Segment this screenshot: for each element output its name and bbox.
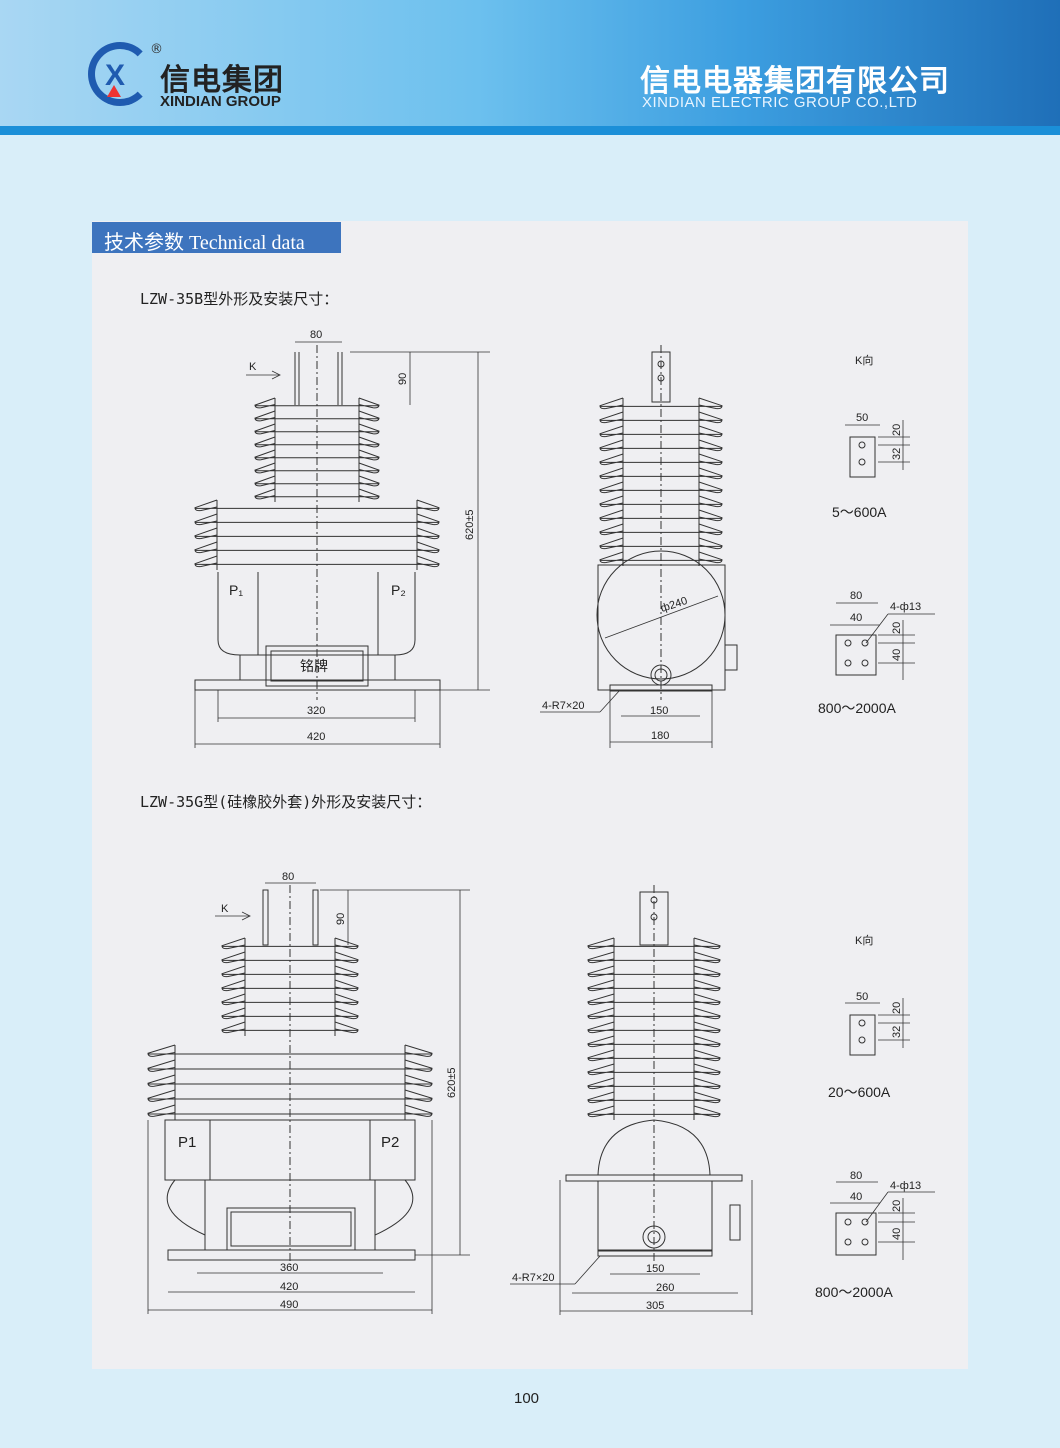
current-range-label: 5～600A	[832, 504, 887, 520]
dim-20: 20	[891, 1200, 903, 1212]
insulator-shed	[599, 397, 723, 410]
holes-label: 4-ф13	[890, 1180, 921, 1192]
insulator-shed	[599, 425, 723, 438]
insulator-shed	[599, 509, 723, 522]
front-view-g	[164, 885, 416, 1265]
dim-420: 420	[280, 1281, 298, 1293]
dimensions-g-side	[510, 1180, 753, 1315]
dim-40: 40	[850, 612, 862, 624]
drawing-b-title: LZW-35B型外形及安装尺寸：	[140, 290, 339, 308]
dim-20: 20	[891, 622, 903, 634]
dim-90: 90	[397, 373, 409, 385]
xindian-logo-icon: X	[88, 42, 152, 106]
dim-150: 150	[646, 1263, 664, 1275]
insulator-core	[613, 938, 695, 1120]
insulator-shed	[194, 527, 440, 540]
logo-english: XINDIAN GROUP	[160, 93, 281, 110]
dim-80: 80	[282, 871, 294, 883]
insulator-shed	[587, 965, 721, 978]
dim-490: 490	[280, 1299, 298, 1311]
dim-150: 150	[650, 705, 668, 717]
insulator-shed	[147, 1044, 433, 1057]
insulator-shed	[194, 541, 440, 554]
insulator-core	[216, 500, 418, 570]
registered-mark: ®	[150, 42, 163, 57]
k-label: K	[249, 361, 257, 373]
dimensions-b-side	[540, 689, 713, 748]
dim-80: 80	[850, 1170, 862, 1182]
insulator-shed	[587, 1049, 721, 1062]
k-view-title: K向	[855, 933, 873, 947]
drawing-g-title: LZW-35G型(硅橡胶外套)外形及安装尺寸：	[140, 793, 432, 811]
insulator-shed	[587, 1035, 721, 1048]
dim-620: 620±5	[464, 509, 476, 540]
dim-32: 32	[891, 1026, 903, 1038]
dim-80: 80	[850, 590, 862, 602]
page-header	[0, 0, 1060, 128]
k-view-b-large	[830, 602, 935, 680]
dim-phi240: ф240	[659, 595, 689, 615]
insulator-shed	[254, 410, 380, 422]
company-name-chinese: 信电电器集团有限公司	[640, 64, 950, 99]
dim-40: 40	[891, 649, 903, 661]
insulator-core	[244, 938, 336, 1036]
dim-80: 80	[310, 329, 322, 341]
dim-r7: 4-R7×20	[512, 1272, 555, 1284]
dim-305: 305	[646, 1300, 664, 1312]
side-view-g	[565, 885, 743, 1262]
dim-90: 90	[335, 913, 347, 925]
logo-chinese: 信电集团	[160, 63, 284, 98]
dim-20: 20	[891, 424, 903, 436]
insulator-shed	[599, 495, 723, 508]
dim-20: 20	[891, 1002, 903, 1014]
nameplate-label: 铭牌	[300, 658, 328, 674]
current-range-label: 20～600A	[828, 1084, 891, 1100]
holes-label: 4-ф13	[890, 601, 921, 613]
insulator-shed	[254, 462, 380, 474]
side-view-b	[596, 345, 738, 700]
current-range-label: 800～2000A	[818, 700, 897, 716]
dim-260: 260	[656, 1282, 674, 1294]
content-panel	[92, 221, 968, 1369]
k-view-g-large	[830, 1181, 935, 1260]
insulator-shed	[254, 475, 380, 487]
dim-50: 50	[856, 991, 868, 1003]
section-tab: 技术参数 Technical data	[92, 222, 341, 254]
insulator-shed	[587, 1077, 721, 1090]
p2-label: P₂	[391, 582, 406, 598]
dim-50: 50	[856, 412, 868, 424]
p2-label: P2	[381, 1134, 399, 1151]
current-range-label: 800～2000A	[815, 1284, 894, 1300]
company-name-english: XINDIAN ELECTRIC GROUP CO.,LTD	[642, 94, 918, 111]
dim-40: 40	[891, 1228, 903, 1240]
k-view-title: K向	[855, 353, 873, 367]
insulator-shed	[587, 937, 721, 950]
p1-label: P₁	[229, 582, 243, 598]
front-view-b	[194, 345, 441, 700]
dim-620: 620±5	[446, 1067, 458, 1098]
insulator-core	[622, 398, 700, 566]
insulator-shed	[599, 537, 723, 550]
dim-320: 320	[307, 705, 325, 717]
dim-r7: 4-R7×20	[542, 700, 585, 712]
dim-360: 360	[280, 1262, 298, 1274]
dimensions-b-front	[194, 341, 490, 748]
dimensions-g-front	[147, 882, 470, 1314]
insulator-core	[274, 398, 360, 502]
insulator-core	[174, 1045, 406, 1120]
k-view-g-small	[845, 998, 910, 1056]
dim-40: 40	[850, 1191, 862, 1203]
dim-180: 180	[651, 730, 669, 742]
k-label: K	[221, 903, 229, 915]
p1-label: P1	[178, 1134, 196, 1151]
dim-420: 420	[307, 731, 325, 743]
dim-32: 32	[891, 448, 903, 460]
header-stripe	[0, 126, 1060, 135]
k-view-b-small	[845, 420, 910, 478]
page-number: 100	[514, 1390, 540, 1407]
